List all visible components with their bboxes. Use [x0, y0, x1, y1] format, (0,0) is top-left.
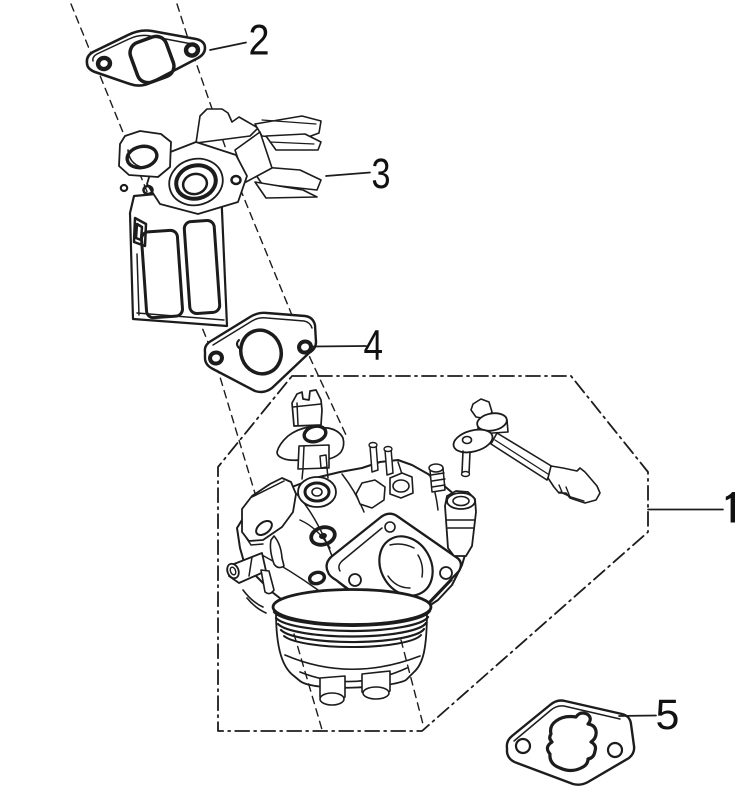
svg-text:3: 3 [372, 151, 391, 198]
svg-text:4: 4 [364, 323, 384, 370]
svg-text:5: 5 [656, 691, 680, 739]
svg-text:2: 2 [249, 18, 270, 65]
